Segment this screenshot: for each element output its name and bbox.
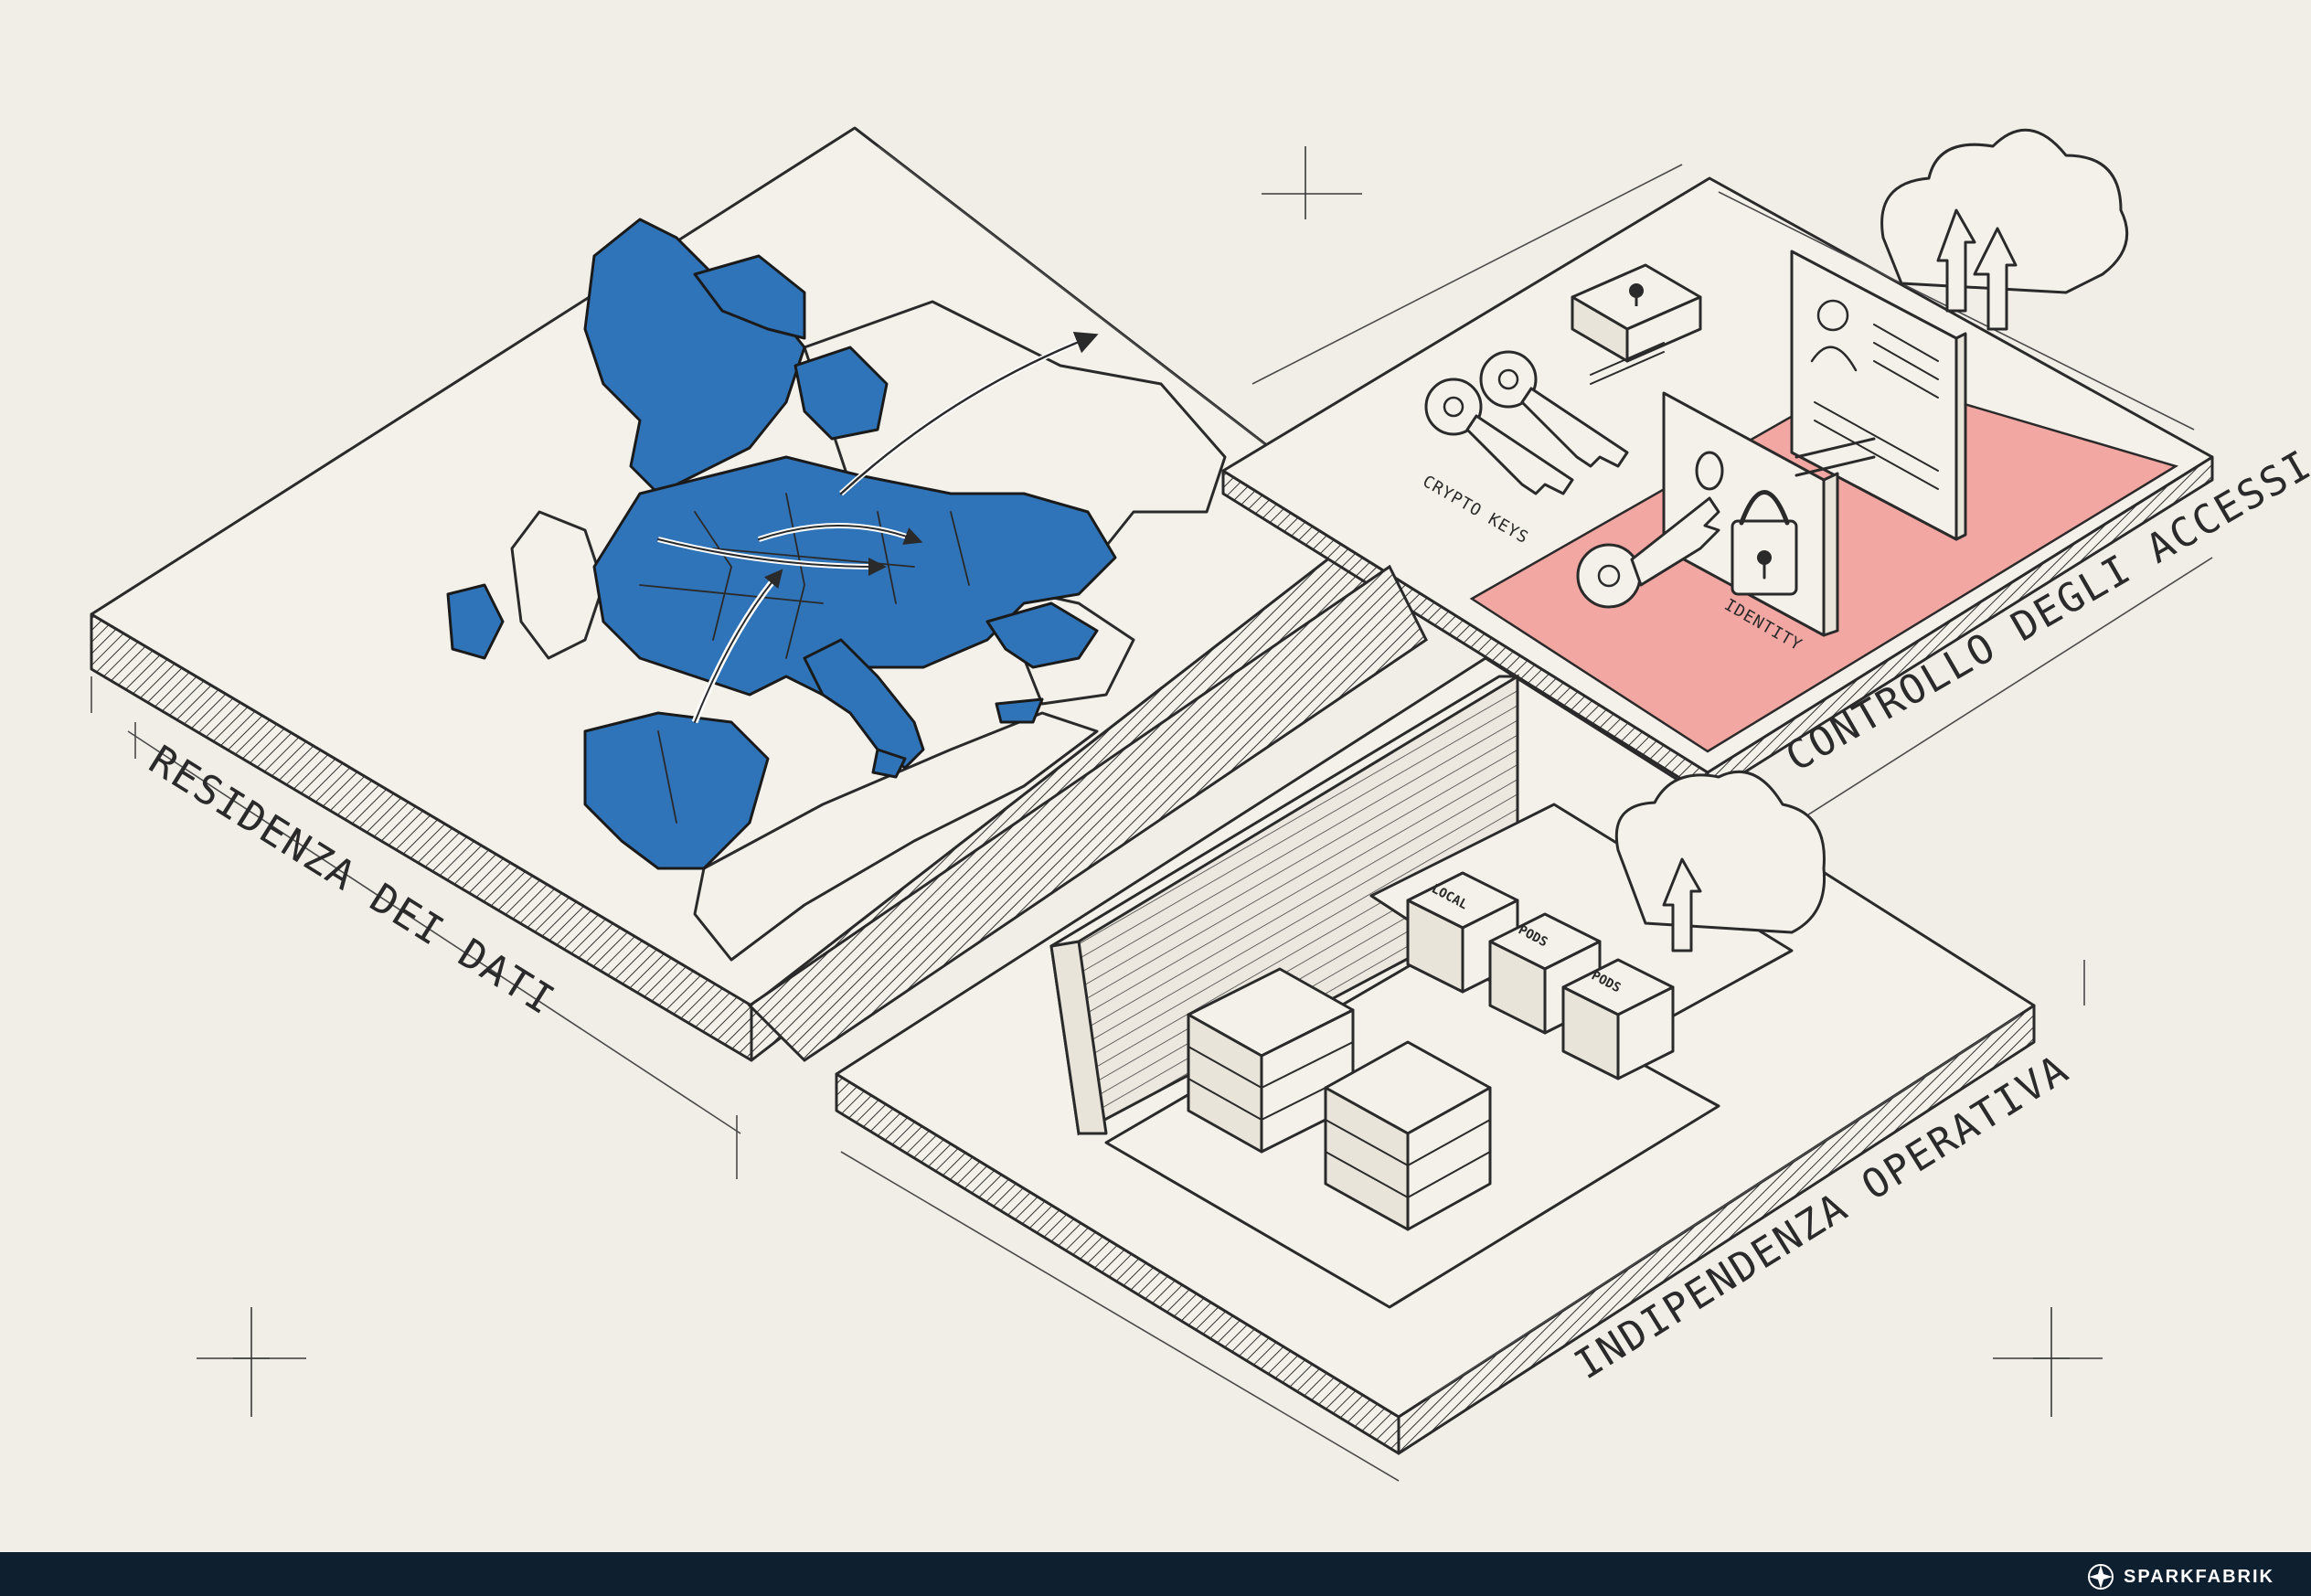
server-rack-icon bbox=[1187, 967, 1355, 1154]
cloud-icon bbox=[1614, 770, 1826, 952]
platform-connector-slope bbox=[747, 564, 1428, 1062]
pod-box-icon: LOCAL bbox=[1406, 871, 1519, 994]
brand-name: SPARKFABRIK bbox=[2124, 1566, 2274, 1587]
registration-crosshair-icon bbox=[1262, 146, 1362, 219]
footer-bar: SPARKFABRIK bbox=[0, 1552, 2311, 1596]
registration-crosshair-icon bbox=[197, 1307, 306, 1417]
padlock-icon bbox=[1662, 391, 1876, 637]
isolation-wall bbox=[1049, 674, 1519, 1136]
brand: SPARKFABRIK bbox=[2087, 1563, 2274, 1591]
crypto-key-icon bbox=[1424, 350, 1720, 609]
cloud-icon bbox=[1880, 128, 2129, 331]
data-flow-arrow-icon bbox=[657, 332, 1099, 724]
server-rack-icon bbox=[1324, 1040, 1492, 1231]
pod-box-icon: PODS bbox=[1561, 958, 1675, 1080]
europe-map-icon bbox=[446, 218, 1227, 962]
registration-crosshair-icon bbox=[1993, 1307, 2103, 1417]
sparkfabrik-logo-icon bbox=[2088, 1564, 2114, 1590]
padlock-icon bbox=[1571, 263, 1702, 385]
